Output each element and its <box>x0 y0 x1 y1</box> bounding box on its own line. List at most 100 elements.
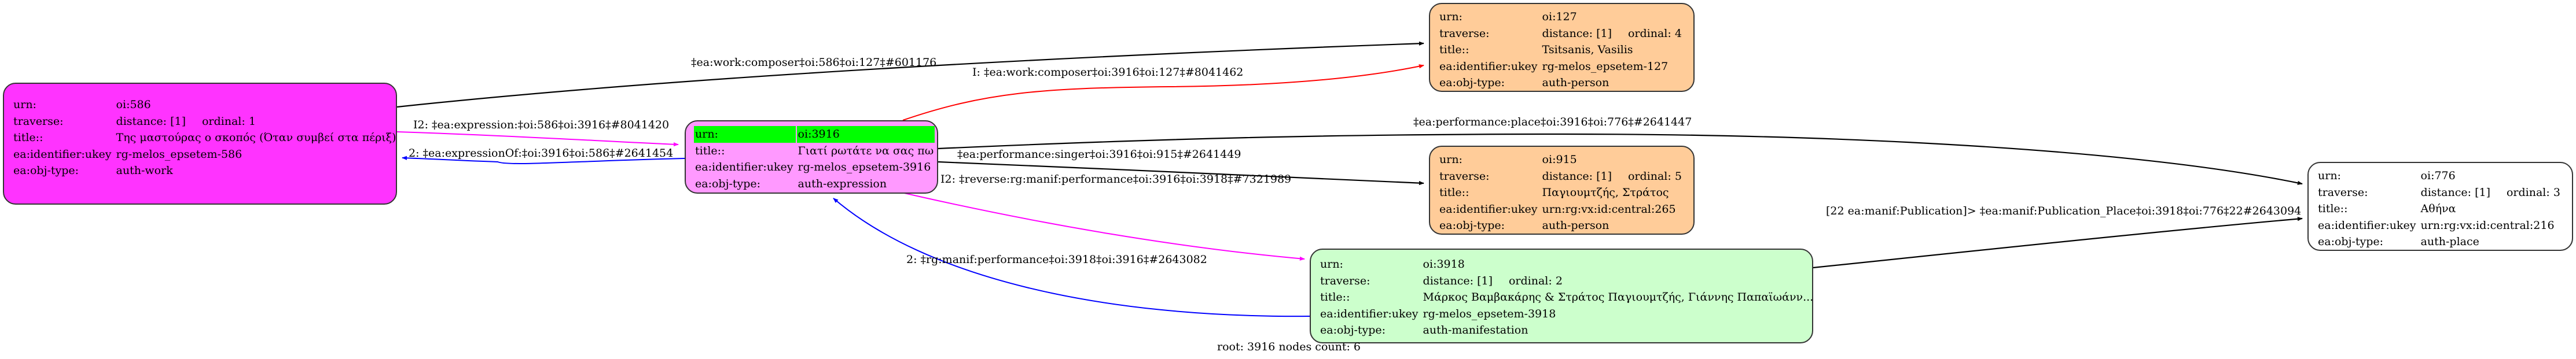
field-label: title:: <box>13 131 43 145</box>
field-value-objtype: auth-work <box>116 164 173 177</box>
field-label: urn: <box>13 98 36 111</box>
field-label: urn: <box>694 126 796 143</box>
edge-3916-to-915 <box>938 161 1424 186</box>
field-value-ukey: urn:rg:vx:id:central:265 <box>1542 202 1676 216</box>
field-label: ea:identifier:ukey <box>13 147 112 161</box>
field-value-urn: oi:586 <box>116 98 151 111</box>
field-label: title:: <box>1439 43 1469 57</box>
field-value-objtype: auth-person <box>1542 76 1609 90</box>
field-label: urn: <box>1320 258 1343 271</box>
field-value-ukey: urn:rg:vx:id:central:216 <box>2420 219 2555 232</box>
field-value-ukey: rg-melos_epsetem-127 <box>1542 60 1669 73</box>
ordinal-value: ordinal: 2 <box>1508 274 1563 287</box>
field-label: title:: <box>1320 291 1350 304</box>
field-label: title:: <box>1439 186 1469 199</box>
field-value-urn: oi:776 <box>2420 169 2456 182</box>
field-row-objtype: ea:obj-type:auth-manifestation <box>1319 322 1814 339</box>
node-oi-915[interactable]: urn: oi:915 traverse: distance: [1] ordinal… <box>1429 146 1695 235</box>
field-row-urn: urn:oi:3918 <box>1319 256 1814 273</box>
field-value-title: Παγιουμτζής, Στράτος <box>1542 186 1669 199</box>
field-row-objtype: ea:obj-type: auth-person <box>1438 75 1683 91</box>
node-oi-586[interactable]: urn: oi:586 traverse: distance: [1] ordinal… <box>3 83 397 205</box>
edge-3916-to-127 <box>902 64 1424 121</box>
graph-footer-caption: root: 3916 nodes count: 6 <box>1217 341 1361 353</box>
field-label: ea:identifier:ukey <box>1320 307 1419 320</box>
field-row-objtype: ea:obj-type: auth-work <box>12 162 398 179</box>
edge-586-to-3916 <box>396 131 679 147</box>
edge-label-3916-915: ‡ea:performance:singer‡oi:3916‡oi:915‡#2… <box>957 148 1241 161</box>
field-value-objtype: auth-expression <box>798 177 887 190</box>
field-value-ukey: rg-melos_epsetem-3918 <box>1423 307 1556 320</box>
edge-label-3918-3916: 2: ‡rg:manif:performance‡oi:3918‡oi:3916… <box>906 253 1207 266</box>
field-value-traverse: distance: [1] ordinal: 5 <box>1541 168 1683 185</box>
edge-3916-to-776 <box>938 133 2303 185</box>
node-fields: urn:oi:3916 title::Γιατί ρωτάτε να σας π… <box>693 126 936 192</box>
edge-3918-to-776 <box>1813 217 2303 269</box>
field-value-ukey: rg-melos_epsetem-3916 <box>798 161 931 174</box>
ordinal-value: ordinal: 5 <box>1627 169 1682 183</box>
field-row-urn: urn:oi:776 <box>2317 168 2562 184</box>
field-row-urn: urn: oi:586 <box>12 97 398 113</box>
node-fields: urn: oi:915 traverse: distance: [1] ordinal… <box>1437 151 1684 234</box>
ordinal-value: ordinal: 3 <box>2506 186 2560 199</box>
field-row-traverse: traverse: distance: [1] ordinal: 2 <box>1319 273 1814 290</box>
field-label: ea:obj-type: <box>1439 76 1505 90</box>
distance-value: distance: [1] <box>1542 169 1612 183</box>
distance-value: distance: [1] <box>1423 274 1493 287</box>
node-oi-776[interactable]: urn:oi:776 traverse:distance: [1]ordinal… <box>2307 162 2573 251</box>
field-row-objtype: ea:obj-type:auth-place <box>2317 234 2562 250</box>
field-value-traverse: distance: [1] ordinal: 2 <box>1422 273 1815 290</box>
field-row-urn-highlight: urn:oi:3916 <box>694 126 935 143</box>
field-value-urn: oi:127 <box>1542 10 1577 23</box>
edge-586-to-127 <box>396 41 1424 108</box>
field-row-ukey: ea:identifier:ukey rg-melos_epsetem-586 <box>12 146 398 163</box>
field-label: traverse: <box>1439 27 1490 40</box>
distance-value: distance: [1] <box>116 114 186 128</box>
field-label: urn: <box>1439 153 1462 166</box>
field-label: traverse: <box>1320 274 1370 287</box>
edge-label-586-127: ‡ea:work:composer‡oi:586‡oi:127‡#601176 <box>691 56 937 69</box>
field-row-title: title::Tsitsanis, Vasilis <box>1438 42 1683 58</box>
field-value-title: Γιατί ρωτάτε να σας πω <box>798 144 934 157</box>
node-fields: urn:oi:127 traverse: distance: [1] ordinal… <box>1437 9 1684 91</box>
node-oi-3916-root[interactable]: urn:oi:3916 title::Γιατί ρωτάτε να σας π… <box>685 120 938 194</box>
field-value-traverse: distance: [1] ordinal: 4 <box>1541 25 1683 42</box>
field-row-objtype: ea:obj-type:auth-person <box>1438 217 1683 234</box>
field-row-traverse: traverse: distance: [1] ordinal: 1 <box>12 113 398 130</box>
distance-value: distance: [1] <box>1542 27 1612 40</box>
edge-3916-to-3918 <box>884 188 1305 261</box>
field-label: ea:obj-type: <box>1439 219 1505 232</box>
field-row-urn: urn:oi:127 <box>1438 9 1683 25</box>
edge-3916-to-586 <box>402 156 685 165</box>
ordinal-value: ordinal: 1 <box>201 114 256 128</box>
field-row-traverse: traverse:distance: [1]ordinal: 3 <box>2317 184 2562 201</box>
field-value-title: Tsitsanis, Vasilis <box>1542 43 1633 57</box>
field-label: traverse: <box>13 114 64 128</box>
field-row-traverse: traverse: distance: [1] ordinal: 5 <box>1438 168 1683 185</box>
node-fields: urn:oi:776 traverse:distance: [1]ordinal… <box>2316 168 2563 250</box>
field-row-title: title::Γιατί ρωτάτε να σας πω <box>694 143 935 160</box>
field-row-title: title::Παγιουμτζής, Στράτος <box>1438 184 1683 201</box>
field-value-title: Μάρκος Βαμβακάρης & Στράτος Παγιουμτζής,… <box>1423 291 1814 304</box>
field-row-objtype: ea:obj-type:auth-expression <box>694 176 935 193</box>
field-row-title: title::Αθήνα <box>2317 201 2562 217</box>
node-fields: urn:oi:3918 traverse: distance: [1] ordina… <box>1318 256 1816 339</box>
field-value-urn: oi:915 <box>1542 153 1577 166</box>
field-value-title: Της μαστούρας ο σκοπός (Όταν συμβεί στα … <box>116 131 396 145</box>
field-label: traverse: <box>1439 169 1490 183</box>
field-value-title: Αθήνα <box>2420 202 2456 216</box>
edge-label-3916-586: 2: ‡ea:expressionOf:‡oi:3916‡oi:586‡#264… <box>409 147 674 160</box>
field-value-ukey: rg-melos_epsetem-586 <box>116 147 242 161</box>
edge-3918-to-3916 <box>833 198 1310 317</box>
field-label: ea:identifier:ukey <box>695 161 793 174</box>
field-label: ea:obj-type: <box>13 164 79 177</box>
node-oi-3918[interactable]: urn:oi:3918 traverse: distance: [1] ordina… <box>1310 249 1813 343</box>
field-label: ea:obj-type: <box>2318 235 2384 249</box>
ordinal-value: ordinal: 4 <box>1627 27 1682 40</box>
node-oi-127[interactable]: urn:oi:127 traverse: distance: [1] ordinal… <box>1429 3 1695 92</box>
field-value-traverse: distance: [1] ordinal: 1 <box>115 113 398 130</box>
